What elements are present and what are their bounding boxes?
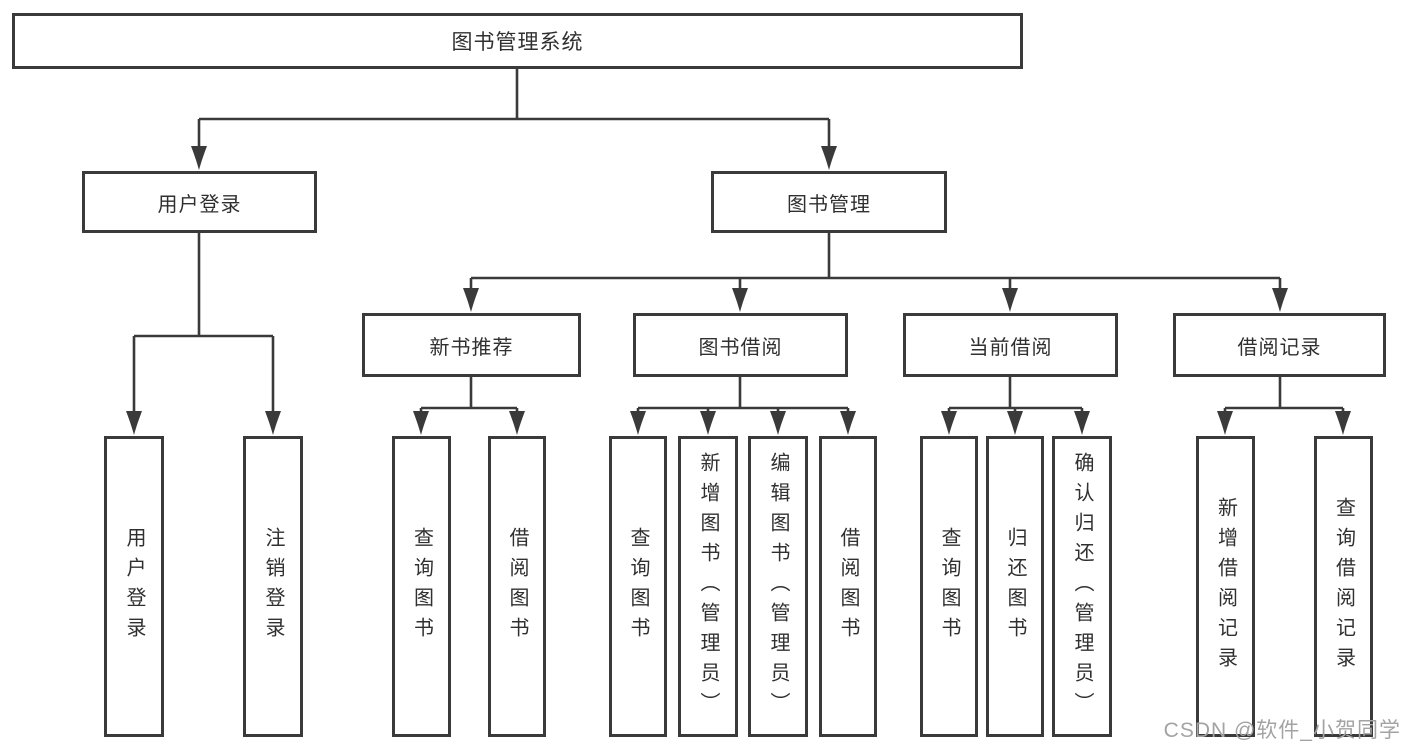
leaf-add-borrow-record-label: 新增借阅记录 [1214, 496, 1237, 677]
leaf-borrow-books-recommend: 借阅图书 [488, 436, 546, 737]
leaf-logout-label: 注销登录 [262, 526, 284, 647]
leaf-user-login-label: 用户登录 [123, 526, 145, 647]
node-book-management: 图书管理 [711, 171, 947, 233]
node-user-login: 用户登录 [82, 171, 317, 233]
leaf-borrow-books: 借阅图书 [819, 436, 877, 737]
node-new-book-recommend-label: 新书推荐 [429, 336, 514, 359]
node-root: 图书管理系统 [12, 13, 1023, 69]
leaf-confirm-return-admin-label: 确认归还（管理员） [1071, 451, 1093, 722]
leaf-query-books-recommend-label: 查询图书 [410, 526, 433, 647]
node-root-label: 图书管理系统 [451, 31, 584, 54]
leaf-return-books-label: 归还图书 [1004, 526, 1026, 647]
node-user-login-label: 用户登录 [157, 193, 242, 216]
leaf-query-books-current: 查询图书 [920, 436, 978, 737]
node-book-borrow-label: 图书借阅 [698, 336, 783, 359]
leaf-query-books-borrow-label: 查询图书 [627, 526, 649, 647]
leaf-query-books-current-label: 查询图书 [938, 526, 960, 647]
leaf-user-login: 用户登录 [104, 436, 164, 737]
leaf-edit-books-admin-label: 编辑图书（管理员） [767, 451, 789, 722]
leaf-confirm-return-admin: 确认归还（管理员） [1052, 436, 1112, 737]
leaf-edit-books-admin: 编辑图书（管理员） [748, 436, 808, 737]
node-borrow-records: 借阅记录 [1173, 313, 1386, 377]
node-borrow-records-label: 借阅记录 [1237, 336, 1322, 359]
node-current-borrow: 当前借阅 [903, 313, 1118, 377]
node-current-borrow-label: 当前借阅 [968, 336, 1053, 359]
leaf-logout: 注销登录 [243, 436, 303, 737]
leaf-borrow-books-recommend-label: 借阅图书 [506, 526, 528, 647]
leaf-return-books: 归还图书 [986, 436, 1044, 737]
leaf-borrow-books-label: 借阅图书 [837, 526, 859, 647]
leaf-add-books-admin: 新增图书（管理员） [678, 436, 738, 737]
leaf-add-borrow-record: 新增借阅记录 [1196, 436, 1255, 737]
node-book-borrow: 图书借阅 [633, 313, 848, 377]
leaf-add-books-admin-label: 新增图书（管理员） [697, 451, 719, 722]
leaf-query-borrow-record: 查询借阅记录 [1314, 436, 1373, 737]
leaf-query-borrow-record-label: 查询借阅记录 [1332, 496, 1355, 677]
leaf-query-books-borrow: 查询图书 [609, 436, 667, 737]
watermark-text: CSDN @软件_小贺同学 [1163, 719, 1401, 742]
node-book-management-label: 图书管理 [787, 193, 871, 216]
leaf-query-books-recommend: 查询图书 [392, 436, 451, 737]
node-new-book-recommend: 新书推荐 [362, 313, 581, 377]
